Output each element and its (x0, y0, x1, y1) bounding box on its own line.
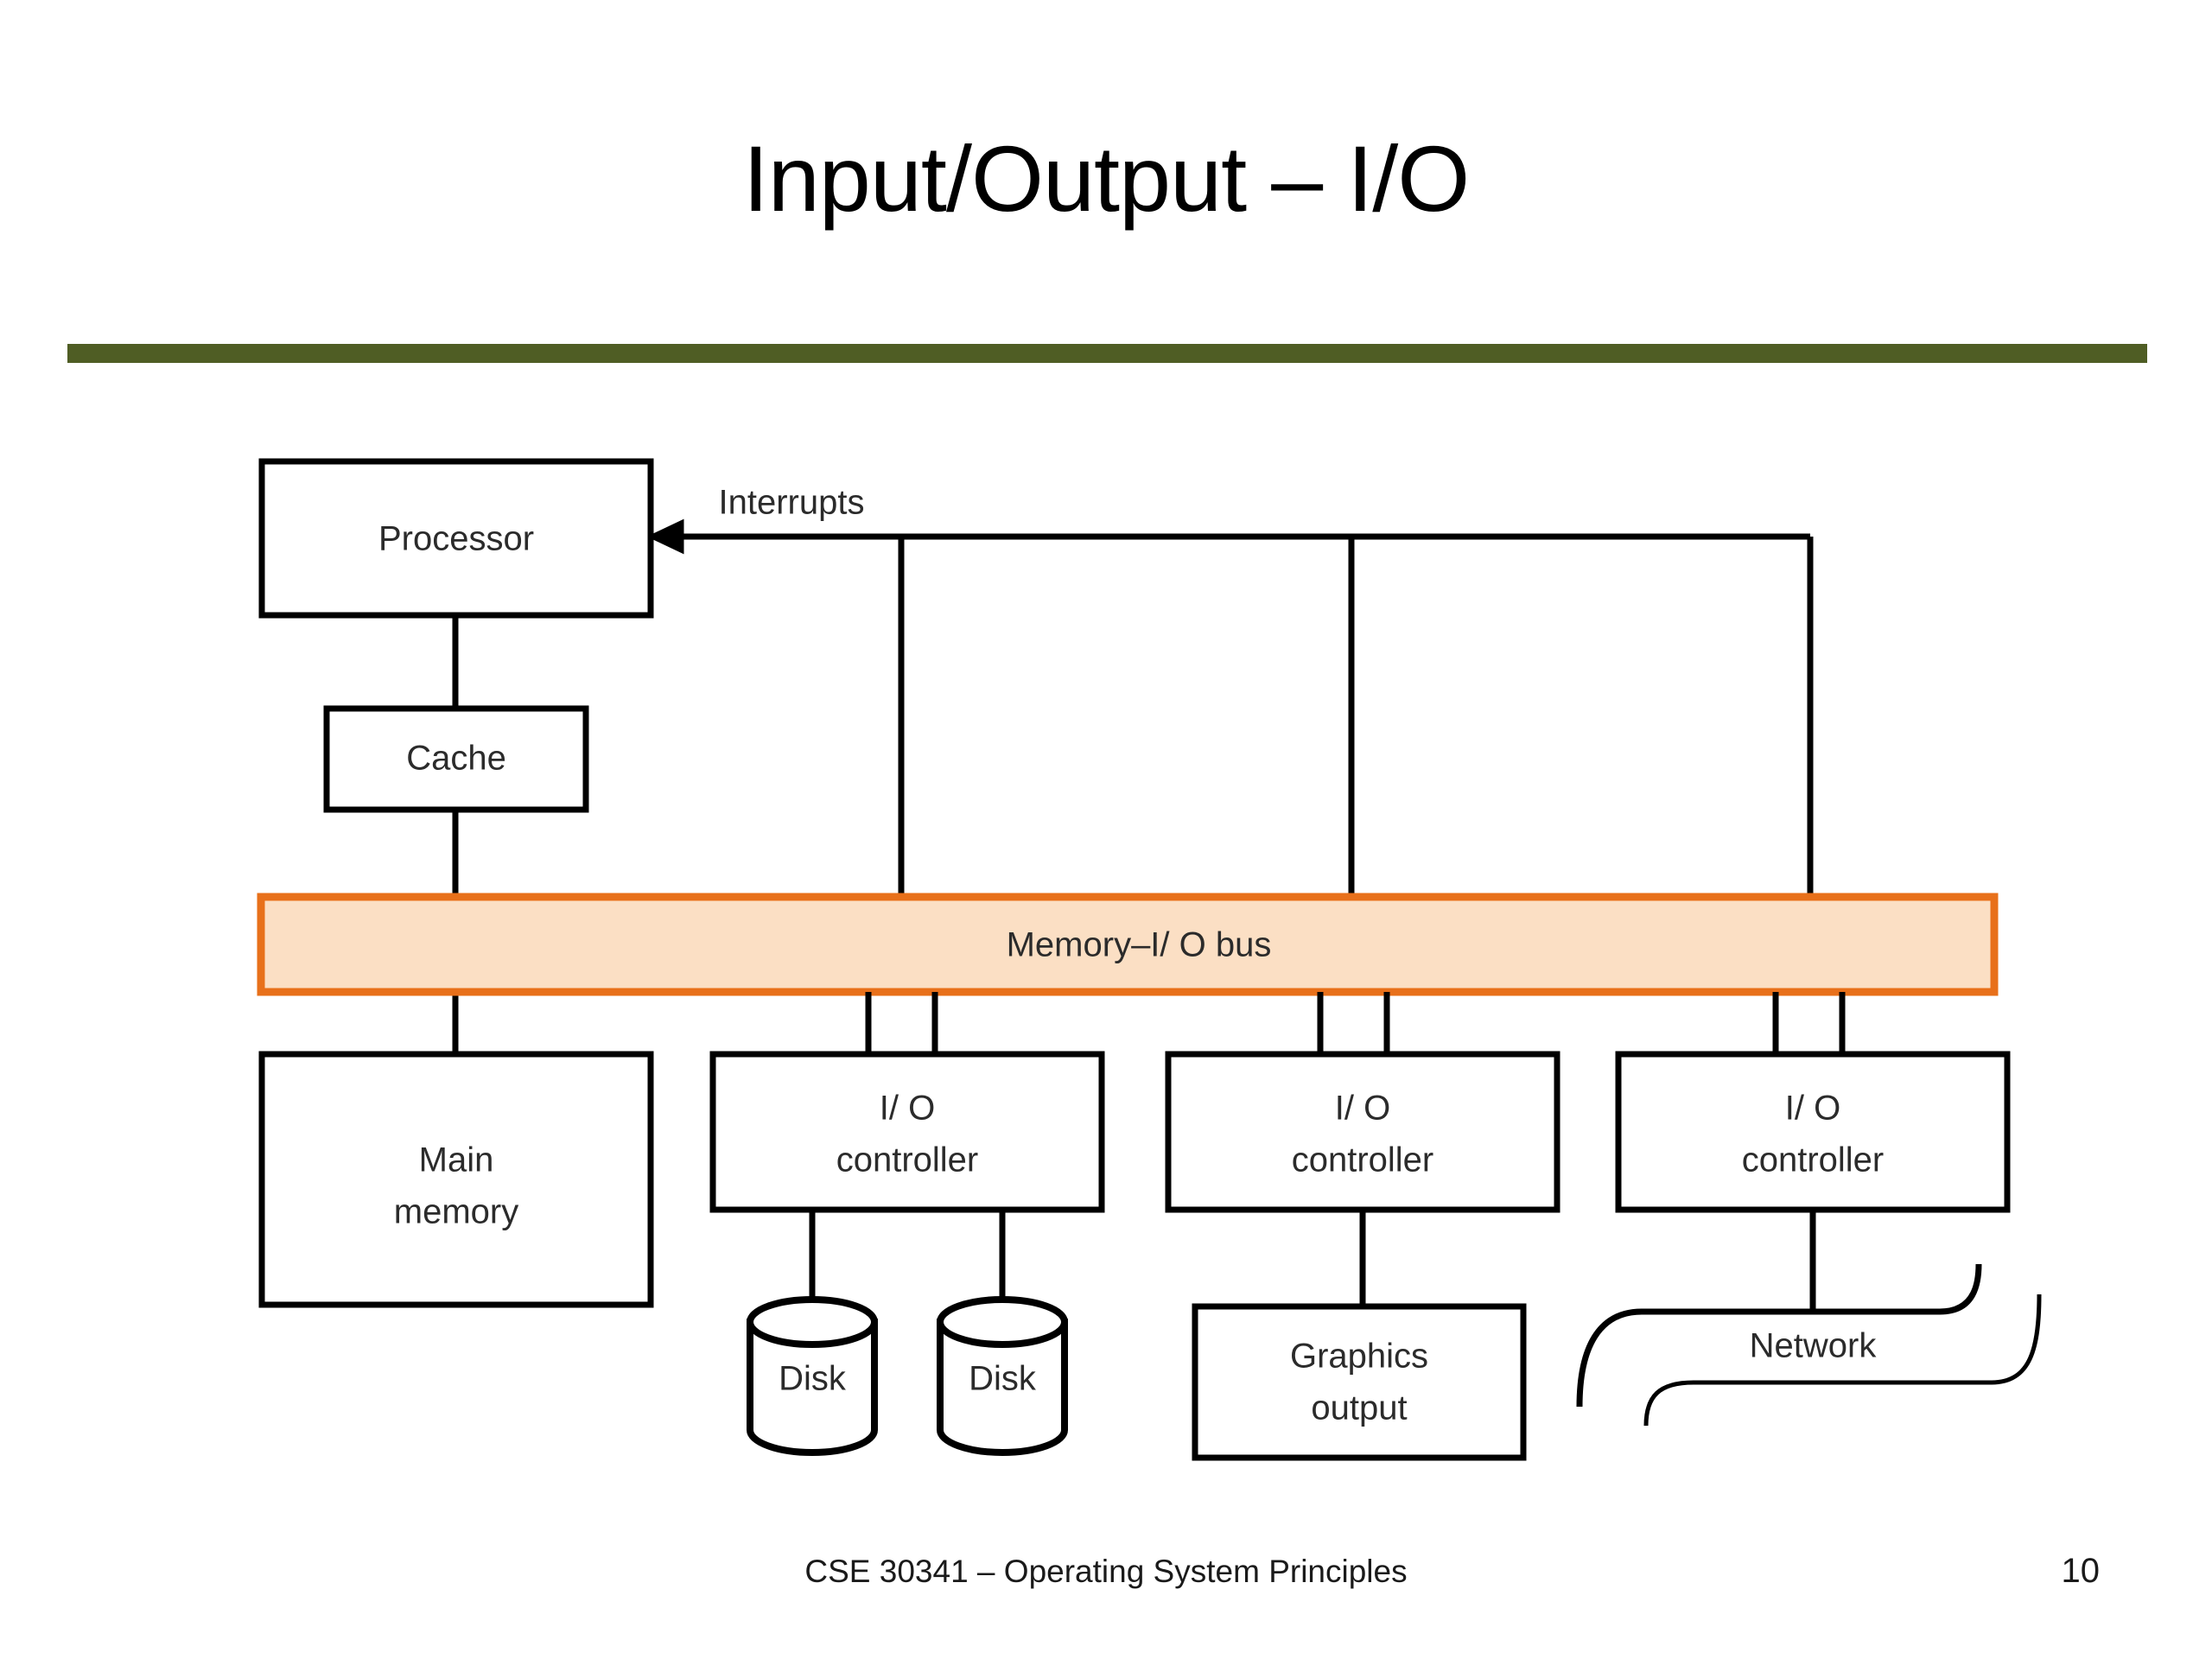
disk-1-cylinder-body (747, 1319, 878, 1456)
io-controller-2-node: I/ O controller (1165, 1051, 1560, 1213)
io-controller-2-label-line1: I/ O (1335, 1090, 1390, 1128)
page-number: 10 (2061, 1552, 2101, 1590)
network-rail-bottom (1643, 1294, 2042, 1427)
memory-io-bus-bar (257, 893, 1999, 996)
io-controller-1-node: I/ O controller (709, 1051, 1105, 1213)
memory-io-bus-label: Memory–I/ O bus (1007, 926, 1272, 964)
disk-2-label: Disk (969, 1360, 1037, 1398)
cache-label: Cache (406, 740, 506, 778)
page-title: Input/Output – I/O (742, 126, 1471, 231)
cache-box (323, 705, 589, 813)
graphics-output-node: Graphics output (1192, 1303, 1527, 1461)
disk-1-node: Disk (747, 1296, 878, 1456)
interrupt-wire-group (646, 518, 1814, 899)
interrupts-label: Interrupts (719, 484, 865, 522)
disk-2-cylinder-top (937, 1296, 1068, 1348)
io-controller-2-label-line2: controller (1292, 1141, 1434, 1179)
main-memory-box (258, 1051, 654, 1308)
io-controller-3-node: I/ O controller (1615, 1051, 2011, 1213)
processor-box (258, 458, 654, 619)
main-memory-node: Main memory (258, 1051, 654, 1308)
io-controller-3-box (1615, 1051, 2011, 1213)
disk-1-cylinder-top (747, 1296, 878, 1348)
io-controller-3-label-line1: I/ O (1785, 1090, 1840, 1128)
main-memory-label-line1: Main (419, 1141, 494, 1179)
bus-to-controller-stubs (865, 992, 1846, 1054)
memory-io-bus-node: Memory–I/ O bus (257, 893, 1999, 996)
main-memory-label-line2: memory (394, 1193, 518, 1231)
disk-2-cylinder-body (937, 1319, 1068, 1456)
disk-2-node: Disk (937, 1296, 1068, 1456)
graphics-output-box (1192, 1303, 1527, 1461)
title-divider-rule (67, 344, 2147, 363)
disk-1-label: Disk (779, 1360, 847, 1398)
network-rail-top (1576, 1263, 1982, 1408)
processor-label: Processor (378, 520, 534, 558)
io-controller-1-label-line1: I/ O (880, 1090, 935, 1128)
graphics-output-label-line1: Graphics (1290, 1338, 1428, 1376)
graphics-output-label-line2: output (1311, 1389, 1407, 1427)
interrupt-arrowhead-icon (646, 518, 684, 555)
processor-node: Processor (258, 458, 654, 619)
io-controller-3-label-line2: controller (1742, 1141, 1885, 1179)
io-controller-2-box (1165, 1051, 1560, 1213)
network-label: Network (1750, 1327, 1878, 1365)
cache-node: Cache (323, 705, 589, 813)
footer-course-label: CSE 30341 – Operating System Principles (804, 1554, 1408, 1589)
network-node: Network (1576, 1263, 2042, 1427)
io-controller-1-box (709, 1051, 1105, 1213)
io-controller-1-label-line2: controller (836, 1141, 979, 1179)
